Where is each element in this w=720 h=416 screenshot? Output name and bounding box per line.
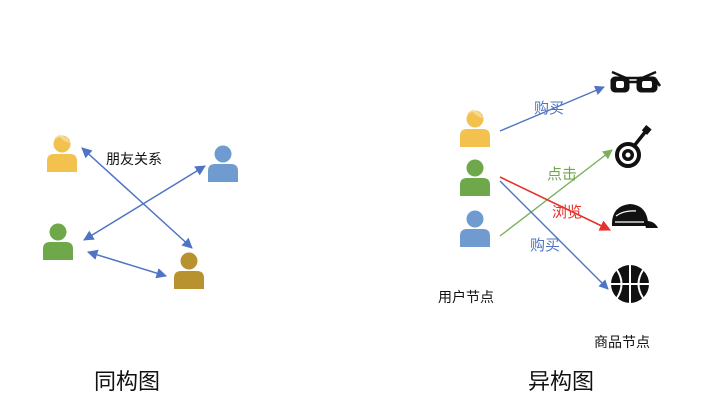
homogeneous-title: 同构图	[94, 370, 160, 395]
user-nodes-label: 用户节点	[438, 289, 494, 306]
friend-edge	[86, 249, 168, 279]
basketball-icon	[611, 265, 649, 303]
heterogeneous-title: 异构图	[528, 370, 594, 395]
person-icon	[43, 223, 73, 260]
browse-edge	[499, 176, 612, 231]
person-icon	[460, 109, 490, 147]
banjo-icon	[615, 125, 652, 168]
buy-edge	[499, 85, 605, 132]
homogeneous-graph: 朋友关系 同构图	[43, 134, 238, 395]
heterogeneous-graph: 购买 点击 浏览 购买 用户节点	[438, 70, 662, 395]
edge-label-click: 点击	[547, 165, 577, 183]
glasses-icon	[610, 70, 662, 93]
friend-edge	[83, 165, 206, 241]
edge-label-buy: 购买	[530, 236, 560, 254]
person-icon	[208, 145, 238, 182]
person-icon	[460, 210, 490, 247]
edge-label-buy: 购买	[534, 99, 564, 117]
item-nodes-label: 商品节点	[594, 335, 650, 351]
person-icon	[460, 159, 490, 196]
person-icon	[47, 134, 77, 172]
buy-edge	[499, 180, 609, 290]
edge-label-browse: 浏览	[552, 203, 582, 221]
click-edge	[499, 149, 613, 237]
cap-icon	[611, 204, 658, 228]
friendship-label: 朋友关系	[106, 152, 162, 168]
person-icon	[174, 252, 204, 289]
